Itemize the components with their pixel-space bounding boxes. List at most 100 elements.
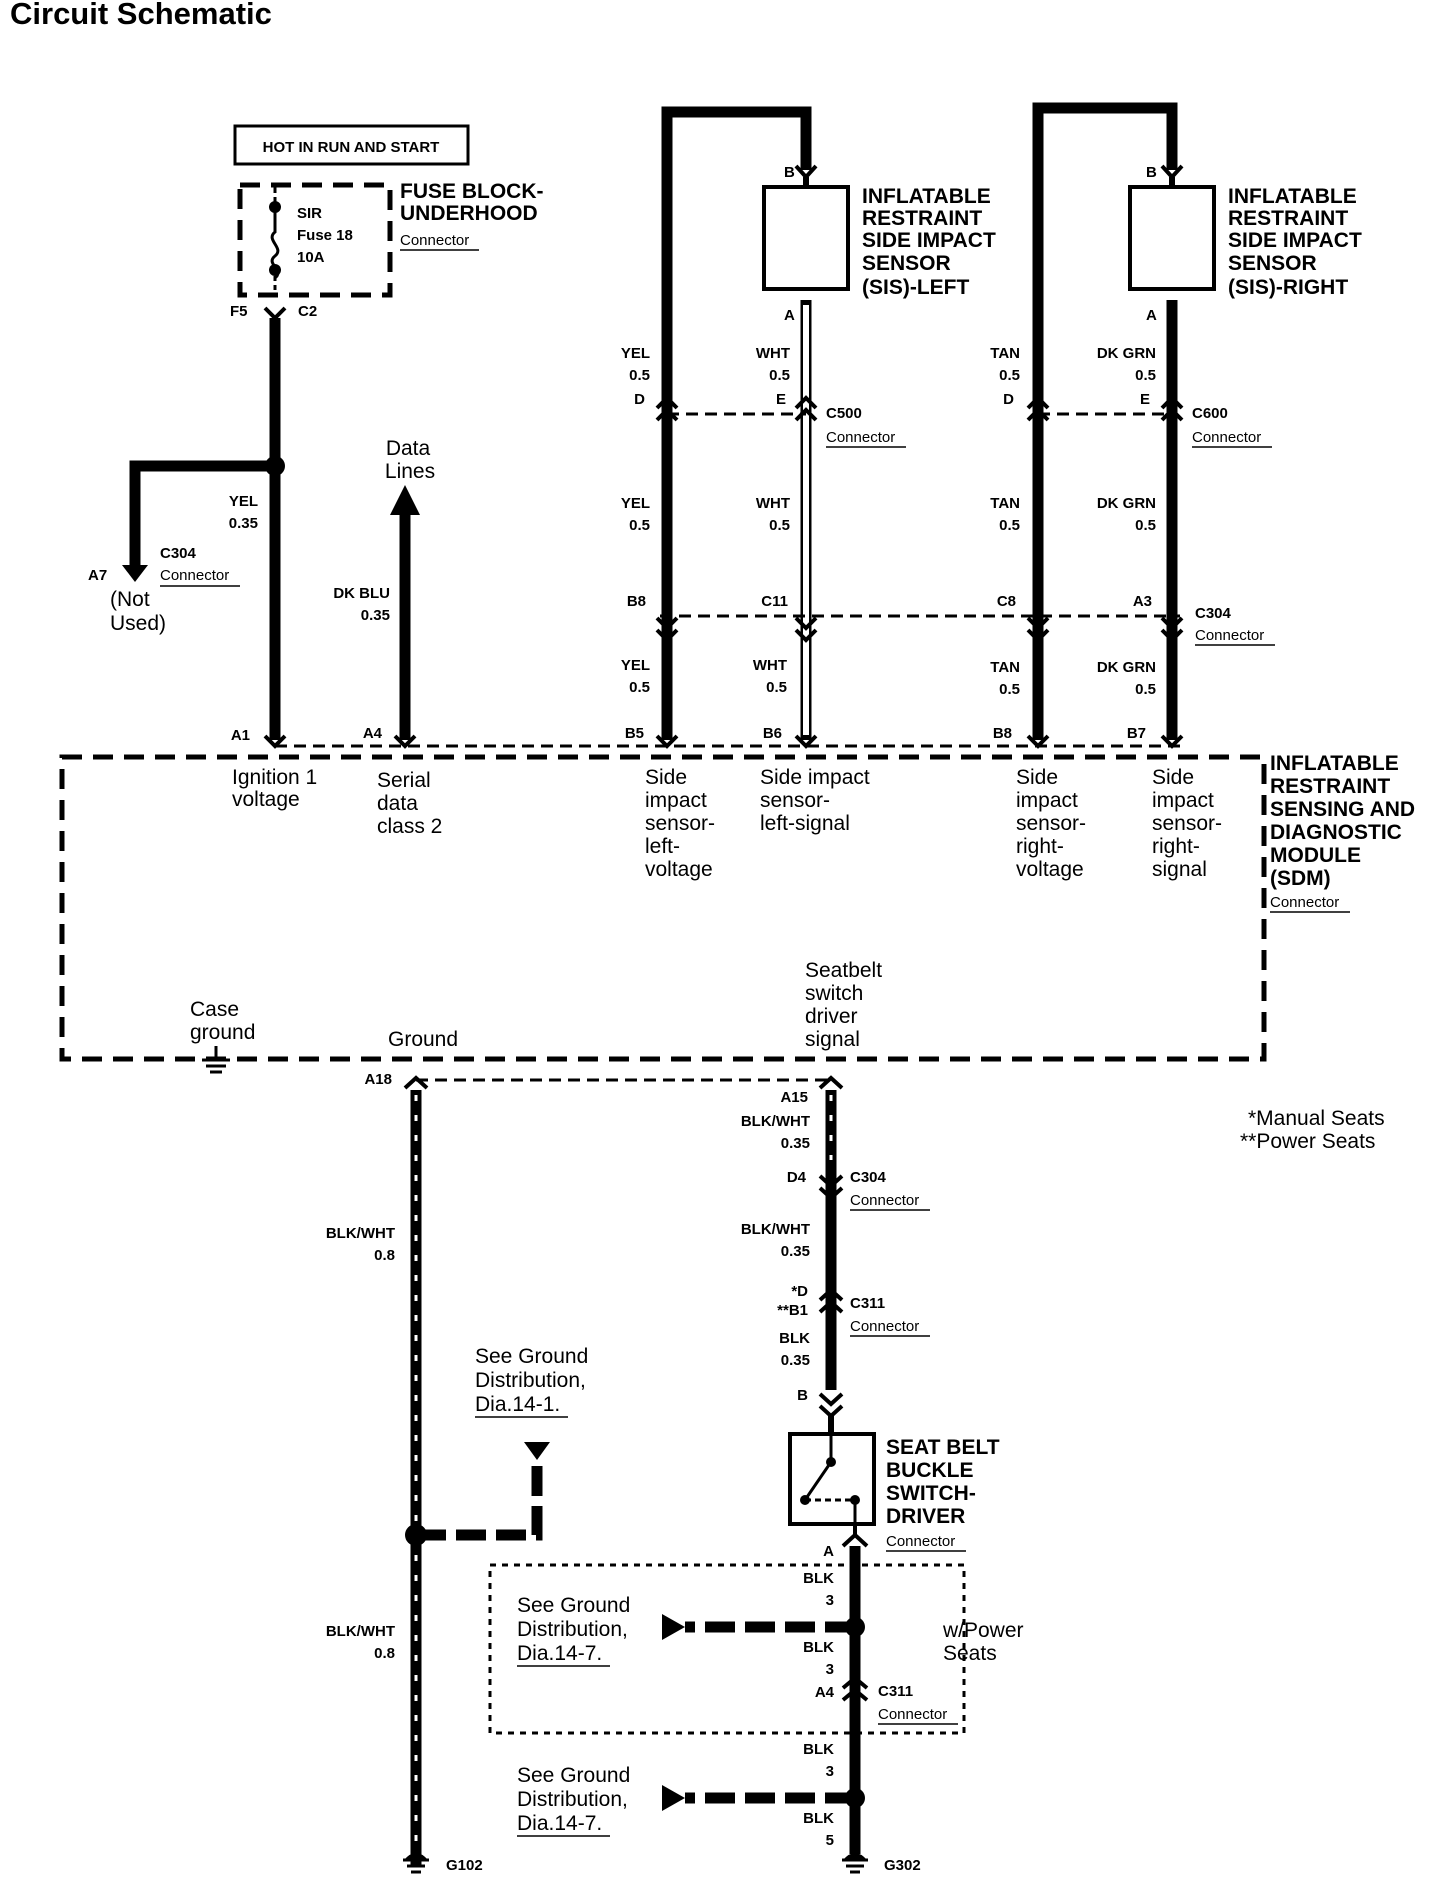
ignition-wire: YEL 0.35 A7 C304 Connector (Not Used) [88,306,287,740]
sis-left-box [762,185,850,291]
c500-pin-d: D [634,391,645,408]
wire-label: BLK/WHT [741,1113,810,1130]
sis-right-name-1: INFLATABLE [1228,185,1357,208]
see-ground-3: Distribution, [517,1788,628,1811]
see-ground-1: See Ground [475,1345,588,1368]
note-power-seats: **Power Seats [1240,1130,1375,1153]
see-ground-2: Distribution, [517,1618,628,1641]
sis-left-sensor: B A INFLATABLE RESTRAINT SIDE IMPACT SEN… [661,106,996,740]
sdm-name-6: (SDM) [1270,867,1331,890]
c304-mid-connector: Connector [1195,627,1264,644]
sdm-name-1: INFLATABLE [1270,752,1399,775]
connector-c304-mid: B8 C11 C8 A3 C304 Connector [627,593,1275,646]
c311-pin-b1: **B1 [777,1302,808,1319]
sdm-fn: left-signal [760,812,850,835]
wire-label: TAN [990,495,1020,512]
sdm-pin: B6 [763,725,782,742]
sis-right-pin-b: B [1146,164,1157,181]
connector-c500-c600: D E C500 Connector D E C600 Connector [634,391,1272,448]
wire-label: 0.5 [629,367,650,384]
wire-label: 5 [826,1832,834,1849]
sdm-outline [59,754,1267,1062]
sdm-fn: Ignition 1 [232,766,317,789]
sdm-pin: A4 [363,725,383,742]
wire-label: BLK [803,1639,834,1656]
fuse-rating: 10A [297,249,325,266]
sdm-fn: Serial [377,769,431,792]
c311-connector: Connector [850,1318,919,1335]
sdm-fn: sensor- [760,789,830,812]
wire-label: BLK [803,1810,834,1827]
sdm-seatbelt-fn: signal [805,1028,860,1051]
data-lines: Data Lines DK BLU 0.35 [333,437,435,740]
wire-label: 0.8 [374,1645,395,1662]
power-label: HOT IN RUN AND START [263,139,440,156]
ground-icon [842,1858,868,1874]
c304-branch-name: C304 [160,545,197,562]
sdm-name-5: MODULE [1270,844,1361,867]
c304-branch-pin: A7 [88,567,107,584]
sdm-fn: right- [1152,835,1200,858]
power-seats-label: Seats [943,1642,997,1665]
c304-pin: A3 [1133,593,1152,610]
sdm-seatbelt-fn: Seatbelt [805,959,882,982]
fuse-pin-c2: C2 [298,303,317,320]
wire-label: 0.5 [629,517,650,534]
sdm-fn: Side [645,766,687,789]
wire-label: 0.5 [766,679,787,696]
sdm-fn: sensor- [1016,812,1086,835]
c600-name: C600 [1192,405,1228,422]
see-ground-3: See Ground [517,1764,630,1787]
c304-pin: C8 [997,593,1016,610]
wire-label: 0.5 [999,681,1020,698]
switch-connector: Connector [886,1533,955,1550]
see-ground-3: Dia.14-7. [517,1812,602,1835]
wire-label: DK GRN [1097,345,1156,362]
wire-label: 0.35 [781,1352,810,1369]
sdm-fn: impact [645,789,707,812]
sdm-fn: impact [1016,789,1078,812]
switch-name-2: BUCKLE [886,1459,974,1482]
ground-g102: G102 [446,1857,483,1874]
switch-name-3: SWITCH- [886,1482,976,1505]
connector-c304-branch-icon [122,565,148,582]
wire-label: 0.5 [999,367,1020,384]
c500-pin-e: E [776,391,786,408]
wire-label: DK GRN [1097,495,1156,512]
c304-pin: B8 [627,593,646,610]
sis-left-name-2: RESTRAINT [862,207,982,230]
data-lines-color: DK BLU [333,585,390,602]
wire-labels: YEL 0.5 WHT 0.5 TAN 0.5 DK GRN 0.5 YEL 0… [621,345,1156,698]
sdm-fn: right- [1016,835,1064,858]
c304-lower-connector: Connector [850,1192,919,1209]
data-lines-arrow-icon [390,485,420,515]
sis-right-box [1128,185,1216,291]
c304-pin-d4: D4 [787,1169,807,1186]
c600-connector: Connector [1192,429,1261,446]
data-lines-label-1: Data [386,437,431,460]
sdm-seatbelt-fn: switch [805,982,863,1005]
sis-left-name-1: INFLATABLE [862,185,991,208]
wire-label: 0.5 [629,679,650,696]
fuse-block-outline [237,182,393,298]
fuse-block-name-2: UNDERHOOD [400,202,538,225]
wire-label: 0.35 [781,1243,810,1260]
wire-label: 0.5 [769,517,790,534]
sdm-pin-a15: A15 [780,1089,808,1106]
c311b-name: C311 [878,1683,913,1700]
c311b-pin-a4: A4 [815,1684,835,1701]
fuse-block-underhood: HOT IN RUN AND START SIR Fuse 18 10A FUS… [230,124,544,320]
ground-run-g102: BLK/WHT 0.8 BLK/WHT 0.8 See Ground Distr… [326,1090,588,1874]
c600-pin-e: E [1140,391,1150,408]
fuse-block-name-1: FUSE BLOCK- [400,180,544,203]
sdm-fn: voltage [232,788,300,811]
sdm-fn: voltage [645,858,713,881]
c304-pin: C11 [761,593,788,610]
wire-label: 0.5 [769,367,790,384]
sdm-fn: voltage [1016,858,1084,881]
wire-label: YEL [621,345,650,362]
sis-right-name-5: (SIS)-RIGHT [1228,276,1348,299]
sis-right-name-2: RESTRAINT [1228,207,1348,230]
sis-right-pin-a: A [1146,307,1157,324]
sdm-pin: A1 [231,727,250,744]
